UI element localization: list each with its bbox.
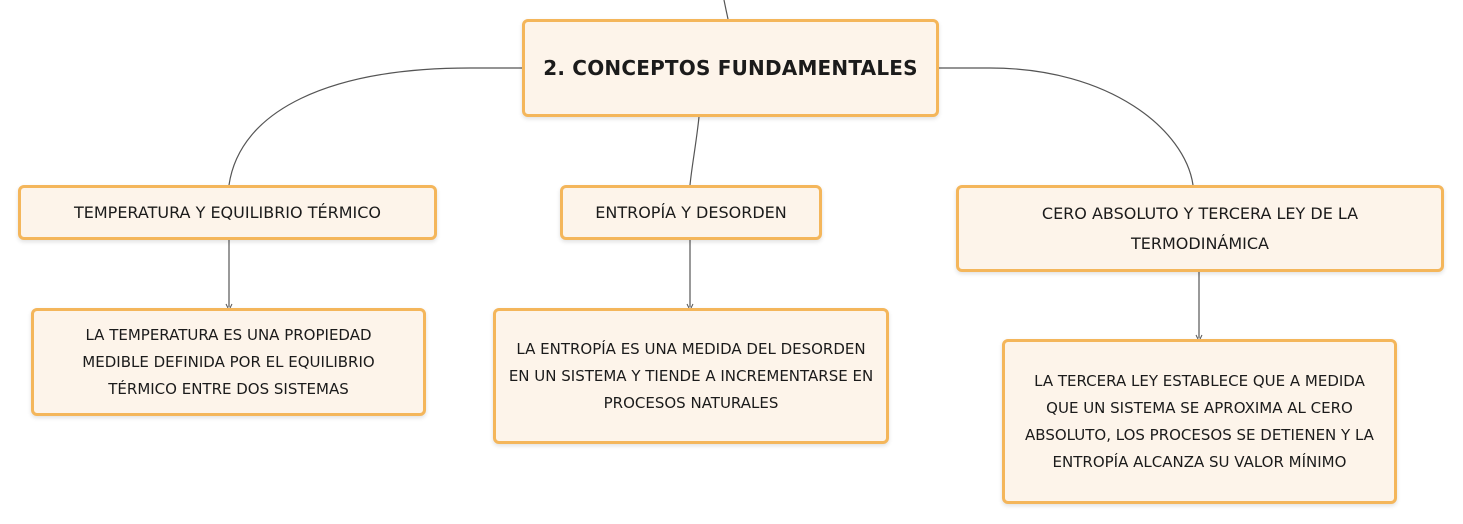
branch-node-label: TEMPERATURA Y EQUILIBRIO TÉRMICO (73, 202, 381, 222)
leaf-node-text: LA TERCERA LEY ESTABLECE QUE A MEDIDA QU… (1025, 371, 1374, 471)
branch-node-label: ENTROPÍA Y DESORDEN (595, 202, 787, 222)
connector-root-branch-temperatura (228, 67, 522, 186)
branch-node-temperatura[interactable]: TEMPERATURA Y EQUILIBRIO TÉRMICO (18, 185, 437, 240)
root-node-label: 2. CONCEPTOS FUNDAMENTALES (543, 56, 918, 80)
leaf-node-text: LA TEMPERATURA ES UNA PROPIEDAD MEDIBLE … (82, 325, 375, 398)
branch-node-label: CERO ABSOLUTO Y TERCERA LEY DE LA TERMOD… (1041, 203, 1359, 253)
leaf-node-temperatura[interactable]: LA TEMPERATURA ES UNA PROPIEDAD MEDIBLE … (31, 308, 426, 416)
connector-parent-root (723, 0, 729, 20)
leaf-node-cero-absoluto[interactable]: LA TERCERA LEY ESTABLECE QUE A MEDIDA QU… (1002, 339, 1397, 504)
root-node[interactable]: 2. CONCEPTOS FUNDAMENTALES (522, 19, 939, 117)
leaf-node-entropia[interactable]: LA ENTROPÍA ES UNA MEDIDA DEL DESORDEN E… (493, 308, 889, 444)
connector-root-branch-cero-absoluto (939, 67, 1194, 186)
leaf-node-text: LA ENTROPÍA ES UNA MEDIDA DEL DESORDEN E… (508, 339, 874, 412)
branch-node-entropia[interactable]: ENTROPÍA Y DESORDEN (560, 185, 822, 240)
branch-node-cero-absoluto[interactable]: CERO ABSOLUTO Y TERCERA LEY DE LA TERMOD… (956, 185, 1444, 272)
connector-root-branch-entropia (689, 116, 700, 186)
